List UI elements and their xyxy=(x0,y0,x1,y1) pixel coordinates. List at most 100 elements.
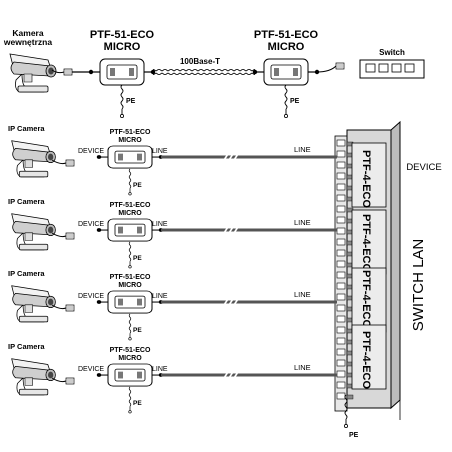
rack-port xyxy=(336,150,346,158)
ip-camera-label: IP Camera xyxy=(8,342,45,351)
pe-left-label: PE xyxy=(126,98,136,105)
rack-port xyxy=(336,337,346,345)
indoor-camera-label-line1: Kamera xyxy=(12,28,43,38)
line-port-label: LINE xyxy=(152,221,168,228)
rj45-plug-icon xyxy=(65,159,75,167)
camera-cable xyxy=(51,232,67,238)
indoor-camera-label-line2: wewnętrzna xyxy=(3,37,52,47)
cable-line-label: LINE xyxy=(294,363,311,372)
rack-panel: PTF-4-ECO PTF-4-ECO PTF-4-ECO PTF-4-ECO … xyxy=(334,120,442,439)
device-port-label: DEVICE xyxy=(78,221,104,228)
rack-port xyxy=(336,304,346,312)
protector-right-surge-protector-icon xyxy=(252,58,320,86)
network-switch-icon xyxy=(359,59,425,79)
ground-icon xyxy=(128,168,132,196)
camera-cable xyxy=(51,377,67,383)
camera-cable xyxy=(51,69,65,74)
cable-break-mark xyxy=(223,298,239,306)
rack-port xyxy=(336,326,346,334)
rack-port xyxy=(336,238,346,246)
ground-icon xyxy=(128,241,132,269)
protector-title-line1: PTF-51-ECO xyxy=(110,274,151,281)
rack-port xyxy=(336,293,346,301)
module-4-label: PTF-4-ECO xyxy=(360,331,372,390)
line-port-label: LINE xyxy=(152,293,168,300)
rack-port-socket xyxy=(346,394,354,400)
protector-left-title-line2: MICRO xyxy=(104,41,141,53)
rj45-plug-icon xyxy=(63,68,73,76)
device-port-label: DEVICE xyxy=(78,148,104,155)
cable-break-mark xyxy=(223,371,239,379)
cctv-camera-icon xyxy=(11,358,56,396)
protector-title-line2: MICRO xyxy=(118,355,142,362)
cable-break-mark xyxy=(223,226,239,234)
line-port-label: LINE xyxy=(152,148,168,155)
panel-pe-label: PE xyxy=(349,432,359,439)
pe-label: PE xyxy=(133,400,142,407)
module-4: PTF-4-ECO xyxy=(351,324,387,390)
rack-port xyxy=(336,348,346,356)
ground-icon xyxy=(128,313,132,341)
protector-right-title-line1: PTF-51-ECO xyxy=(254,29,319,41)
pe-right-label: PE xyxy=(290,98,300,105)
protector-title-line1: PTF-51-ECO xyxy=(110,202,151,209)
ground-icon xyxy=(119,84,125,119)
ip-camera-label: IP Camera xyxy=(8,269,45,278)
rack-port xyxy=(336,161,346,169)
line-port-label: LINE xyxy=(152,366,168,373)
module-1-label: PTF-4-ECO xyxy=(360,150,372,209)
cable-break-mark xyxy=(223,153,239,161)
camera-cable xyxy=(51,304,67,310)
protector-right-title-line2: MICRO xyxy=(268,41,305,53)
module-1: PTF-4-ECO xyxy=(351,142,387,209)
switch-rj45-plug-icon xyxy=(335,62,345,70)
rack-port xyxy=(336,359,346,367)
pe-label: PE xyxy=(133,182,142,189)
ground-icon xyxy=(128,386,132,414)
rack-port xyxy=(336,172,346,180)
rack-port xyxy=(336,392,346,400)
rack-port xyxy=(336,249,346,257)
pe-label: PE xyxy=(133,327,142,334)
protector-title-line1: PTF-51-ECO xyxy=(110,347,151,354)
switch-label: Switch xyxy=(379,48,405,57)
rack-port xyxy=(336,260,346,268)
rack-port xyxy=(336,227,346,235)
rack-port xyxy=(336,315,346,323)
switch-lan-label: SWITCH LAN xyxy=(410,239,427,332)
cctv-camera-icon xyxy=(11,285,56,323)
ip-camera-label: IP Camera xyxy=(8,124,45,133)
top-section: Kamera wewnętrzna PTF-51-ECO MICRO 100Ba… xyxy=(3,28,425,119)
rack-port xyxy=(336,381,346,389)
protector-title-line2: MICRO xyxy=(118,210,142,217)
ground-icon xyxy=(283,84,289,119)
protector-left-title-line1: PTF-51-ECO xyxy=(90,29,155,41)
pe-label: PE xyxy=(133,255,142,262)
rj45-plug-icon xyxy=(65,232,75,240)
device-port-label: DEVICE xyxy=(78,366,104,373)
link-label: 100Base-T xyxy=(180,57,220,66)
rack-port xyxy=(336,205,346,213)
rack-port xyxy=(336,282,346,290)
module-3: PTF-4-ECO xyxy=(351,267,387,333)
rack-port xyxy=(336,194,346,202)
cable-line-label: LINE xyxy=(294,145,311,154)
camera-cable xyxy=(51,159,67,165)
indoor-camera-icon xyxy=(9,53,57,93)
module-3-label: PTF-4-ECO xyxy=(360,270,372,329)
rj45-plug-icon xyxy=(65,377,75,385)
cctv-camera-icon xyxy=(11,140,56,178)
protector-title-line2: MICRO xyxy=(118,282,142,289)
rack-port xyxy=(336,139,346,147)
rack-port xyxy=(336,183,346,191)
protector-left-surge-protector-icon xyxy=(88,58,156,86)
device-port-label: DEVICE xyxy=(78,293,104,300)
switch-patch-line xyxy=(316,65,337,73)
protector-title-line1: PTF-51-ECO xyxy=(110,129,151,136)
